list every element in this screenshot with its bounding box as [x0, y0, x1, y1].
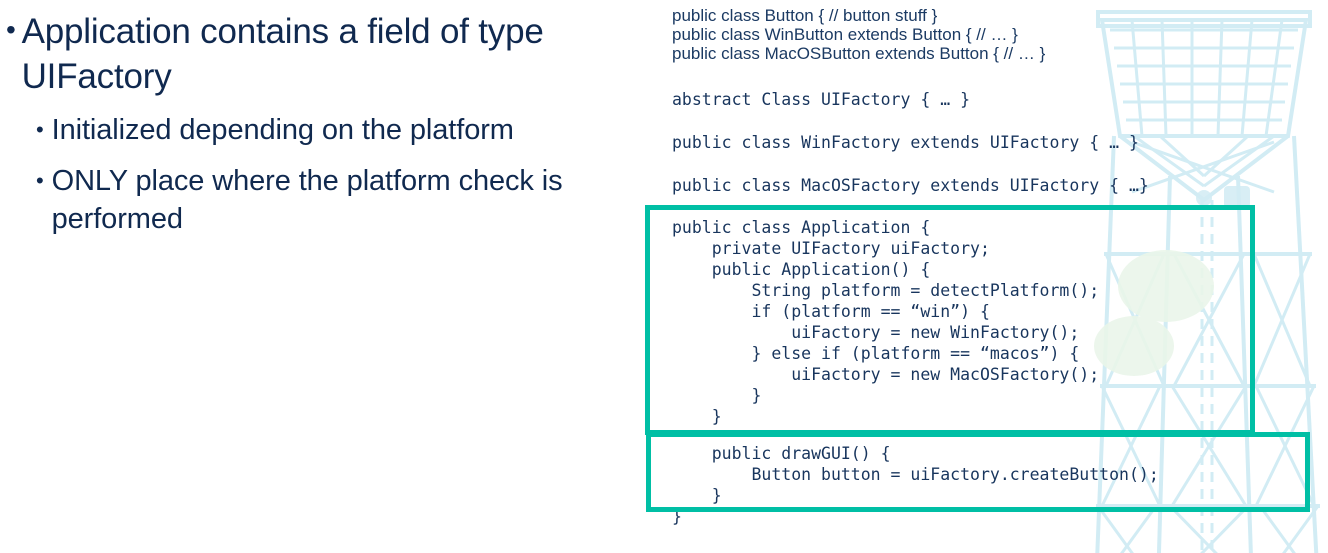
code-line-uifactory-abstract: abstract Class UIFactory { … }	[672, 90, 971, 109]
bullet-marker-icon: •	[6, 14, 16, 45]
bullet-level2-item-only-place: • ONLY place where the platform check is…	[36, 163, 646, 238]
code-line-if-close-brace: }	[672, 386, 762, 405]
code-line-winfactory-class: public class WinFactory extends UIFactor…	[672, 133, 1139, 152]
bullet-level2-text: Initialized depending on the platform	[51, 113, 514, 146]
bullet-level2-item-initialized: • Initialized depending on the platform	[36, 112, 646, 150]
bullet-marker-icon: •	[36, 168, 44, 194]
bullet-level2-text: ONLY place where the platform check is p…	[51, 165, 563, 235]
code-line-new-winfactory: uiFactory = new WinFactory();	[672, 323, 1080, 342]
bullet-level1-text: Application contains a field of type UIF…	[21, 12, 544, 96]
code-line-application-class: public class Application {	[672, 218, 931, 237]
code-line-else-if-macos: } else if (platform == “macos”) {	[672, 344, 1080, 363]
code-line-constructor-close: }	[672, 407, 722, 426]
code-line-uifactory-field: private UIFactory uiFactory;	[672, 239, 990, 258]
bullet-level1-item: • Application contains a field of type U…	[6, 10, 646, 100]
code-line-button-class: public class Button { // button stuff }	[672, 6, 938, 25]
code-line-drawgui-close: }	[672, 486, 722, 505]
bullet-list: • Application contains a field of type U…	[6, 10, 646, 253]
code-line-new-macosfactory: uiFactory = new MacOSFactory();	[672, 365, 1100, 384]
code-line-macosbutton-class: public class MacOSButton extends Button …	[672, 44, 1046, 63]
bullet-marker-icon: •	[36, 116, 44, 142]
code-line-create-button: Button button = uiFactory.createButton()…	[672, 465, 1159, 484]
code-line-if-win: if (platform == “win”) {	[672, 302, 990, 321]
code-line-constructor-open: public Application() {	[672, 260, 931, 279]
code-line-winbutton-class: public class WinButton extends Button { …	[672, 25, 1018, 44]
code-line-class-close: }	[672, 507, 682, 526]
code-listing: public class Button { // button stuff } …	[672, 0, 1322, 553]
code-line-drawgui-open: public drawGUI() {	[672, 444, 891, 463]
code-line-detect-platform: String platform = detectPlatform();	[672, 281, 1100, 300]
code-line-macosfactory-class: public class MacOSFactory extends UIFact…	[672, 176, 1149, 195]
